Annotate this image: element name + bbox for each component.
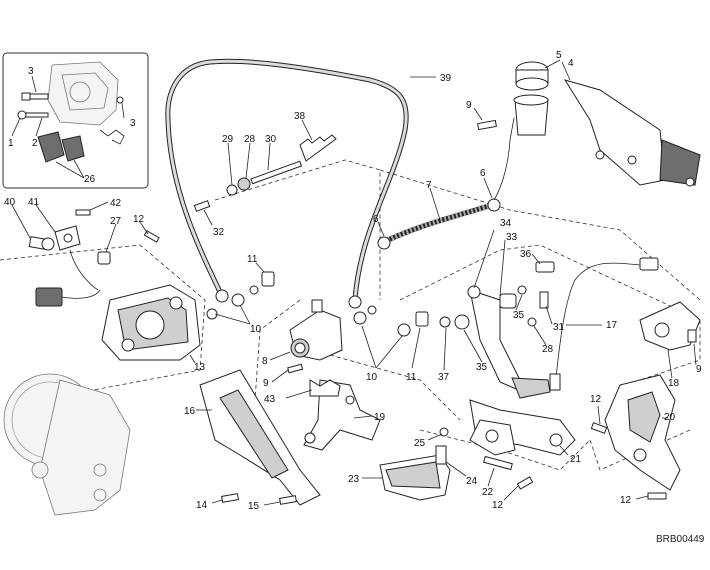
callout-9: 9	[263, 378, 269, 389]
callout-26: 26	[84, 174, 96, 185]
callout-2: 2	[32, 138, 38, 149]
pushrod-group	[193, 119, 337, 226]
callout-4: 4	[568, 58, 574, 69]
reservoir-hose-7	[377, 139, 511, 250]
footpeg-bracket-20	[590, 374, 681, 500]
callout-41: 41	[28, 197, 40, 208]
callout-43: 43	[264, 394, 276, 405]
callout-28: 28	[542, 344, 554, 355]
drawing-reference-code: BRB00449	[656, 534, 705, 545]
callout-3: 3	[28, 66, 34, 77]
callout-28: 28	[244, 134, 256, 145]
callout-16: 16	[184, 406, 196, 417]
callout-9: 9	[466, 100, 472, 111]
callout-40: 40	[4, 197, 16, 208]
brake-fluid-reservoir	[473, 59, 701, 187]
callout-6: 6	[373, 214, 379, 225]
speed-sensor-group	[11, 201, 160, 307]
footpeg-group	[362, 399, 576, 501]
callout-12: 12	[492, 500, 504, 511]
callout-10: 10	[366, 372, 378, 383]
lower-banjo-fittings	[353, 305, 429, 369]
upper-banjo-fittings	[206, 262, 275, 325]
callout-31: 31	[553, 322, 565, 333]
callout-labels: 3 1 2 3 26 40 41 42 27 12 29 28 30 38 32…	[4, 50, 705, 545]
callout-14: 14	[196, 500, 208, 511]
brake-hose-39	[165, 58, 436, 309]
callout-25: 25	[414, 438, 426, 449]
assembly-outlines	[0, 159, 701, 471]
callout-23: 23	[348, 474, 360, 485]
callout-20: 20	[664, 412, 676, 423]
callout-8: 8	[262, 356, 268, 367]
callout-11: 11	[406, 372, 417, 383]
callout-39: 39	[440, 73, 452, 84]
callout-42: 42	[110, 198, 122, 209]
master-cylinder-8	[269, 299, 343, 383]
callout-12: 12	[133, 214, 145, 225]
callout-34: 34	[500, 218, 512, 229]
heel-guard-group	[196, 369, 381, 506]
callout-24: 24	[466, 476, 478, 487]
callout-13: 13	[194, 362, 206, 373]
callout-5: 5	[556, 50, 562, 61]
callout-21: 21	[570, 454, 582, 465]
callout-1: 1	[8, 138, 14, 149]
callout-18: 18	[668, 378, 680, 389]
callout-12: 12	[590, 394, 602, 405]
callout-35: 35	[476, 362, 488, 373]
callout-29: 29	[222, 134, 234, 145]
callout-33: 33	[506, 232, 518, 243]
callout-22: 22	[482, 487, 494, 498]
rear-caliper-13	[101, 284, 201, 364]
callout-3: 3	[130, 118, 136, 129]
callout-19: 19	[374, 412, 386, 423]
callout-6: 6	[480, 168, 486, 179]
callout-12: 12	[620, 495, 632, 506]
brake-pedal-group	[439, 229, 555, 399]
inset-caliper-detail	[2, 52, 149, 189]
callout-17: 17	[606, 320, 618, 331]
disc-carrier-ghost	[3, 373, 131, 516]
callout-9: 9	[696, 364, 702, 375]
callout-7: 7	[426, 180, 432, 191]
callout-15: 15	[248, 501, 260, 512]
callout-30: 30	[265, 134, 277, 145]
callout-37: 37	[438, 372, 450, 383]
callout-35: 35	[513, 310, 525, 321]
callout-32: 32	[213, 227, 225, 238]
callout-36: 36	[520, 249, 532, 260]
callout-11: 11	[247, 254, 258, 265]
callout-27: 27	[110, 216, 122, 227]
stop-switch-17	[549, 257, 701, 391]
callout-10: 10	[250, 324, 262, 335]
callout-38: 38	[294, 111, 306, 122]
